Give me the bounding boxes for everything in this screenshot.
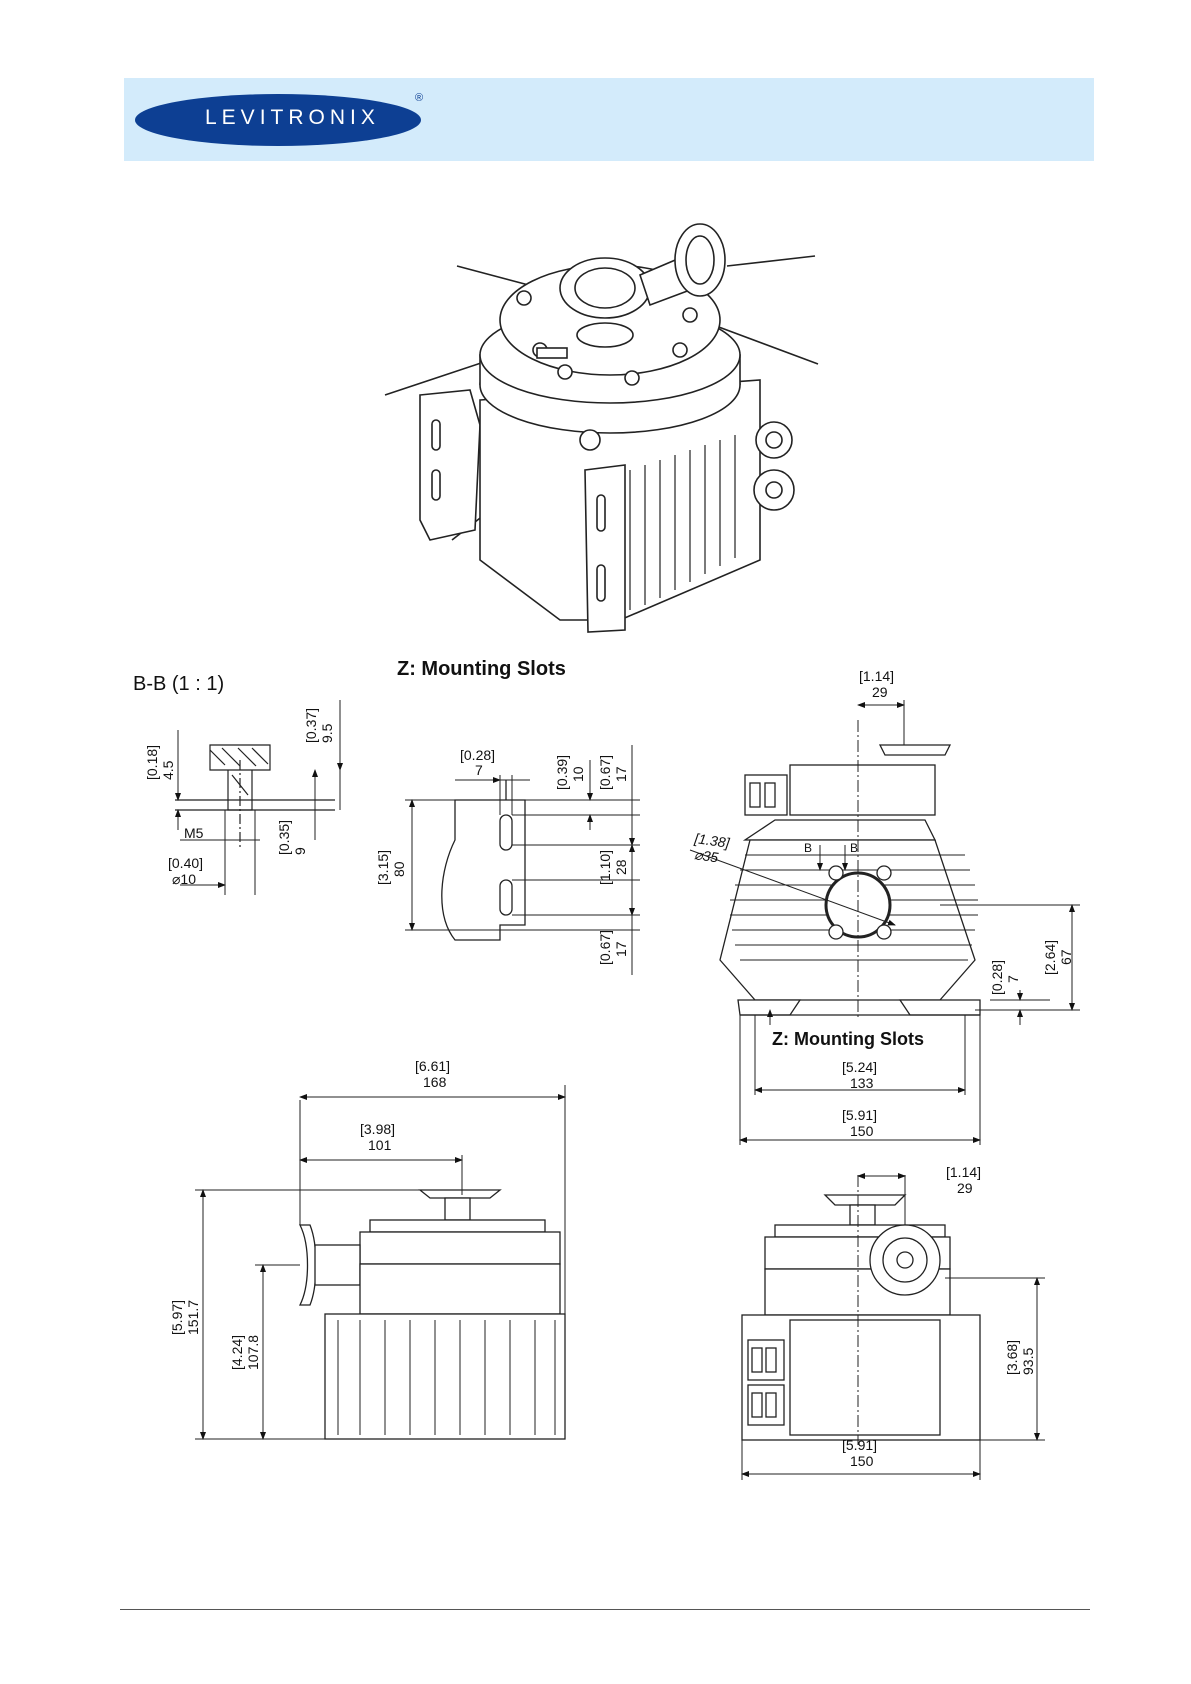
- dim-f-150-mm: 150: [850, 1123, 874, 1139]
- footer-rule: [120, 1609, 1090, 1610]
- dim-z-7-inch: [0.28]: [460, 747, 495, 763]
- top-view-drawing: [741, 1194, 981, 1441]
- dim-bb-095-mm: 9.5: [319, 723, 335, 743]
- front-view-slots-label: Z: Mounting Slots: [772, 1029, 924, 1049]
- logo-ellipse: [135, 94, 421, 146]
- dim-bb-045-inch: [0.18]: [144, 745, 160, 780]
- dim-f-67-inch: [2.64]: [1042, 940, 1058, 975]
- front-view-dimensions: [689, 700, 1080, 1145]
- section-z-title: Z: Mounting Slots: [397, 658, 566, 680]
- top-view-dimensions: [741, 1173, 1045, 1480]
- dim-t-935-mm: 93.5: [1020, 1348, 1036, 1375]
- dim-t-150-inch: [5.91]: [842, 1437, 877, 1453]
- section-z-labels: [0.28] 7 [0.39] 10 [0.67] 17 [3.15] 80 […: [375, 747, 629, 965]
- dim-f-29-mm: 29: [872, 684, 888, 700]
- dim-z-17b-mm: 17: [613, 941, 629, 957]
- logo-registered-mark: ®: [415, 92, 423, 104]
- dim-f-133-mm: 133: [850, 1075, 874, 1091]
- section-bb-labels: [0.18] 4.5 [0.37] 9.5 M5 [0.35] 9 [0.40]…: [144, 708, 335, 887]
- dim-f-dia35-mm: ⌀35: [693, 846, 719, 865]
- front-view-labels: [1.14] 29 [1.38] ⌀35 [0.28] 7 [2.64] 67 …: [693, 668, 1074, 1139]
- dim-f-133-inch: [5.24]: [842, 1059, 877, 1075]
- dim-bb-dia10-mm: ⌀10: [172, 871, 196, 887]
- dim-z-17b-inch: [0.67]: [597, 930, 613, 965]
- section-mark-right: B: [850, 841, 858, 855]
- dim-bb-095-inch: [0.37]: [303, 708, 319, 743]
- dim-t-29-mm: 29: [957, 1180, 973, 1196]
- dim-s-1078-mm: 107.8: [245, 1335, 261, 1370]
- dim-t-150-mm: 150: [850, 1453, 874, 1469]
- section-z-drawing: [441, 780, 526, 941]
- dim-z-28-inch: [1.10]: [597, 850, 613, 885]
- dim-f-dia35-inch: [1.38]: [693, 830, 732, 851]
- dim-z-17a-mm: 17: [613, 766, 629, 782]
- side-view-drawing: [298, 1189, 566, 1440]
- section-mark-left: B: [804, 841, 812, 855]
- dim-t-935-inch: [3.68]: [1004, 1340, 1020, 1375]
- dim-s-1517-inch: [5.97]: [169, 1300, 185, 1335]
- dim-bb-09-mm: 9: [292, 847, 308, 855]
- dim-z-7-mm: 7: [475, 762, 483, 778]
- levitronix-logo: LEVITRONIX ®: [135, 92, 423, 146]
- section-bb-title: B-B (1 : 1): [133, 673, 225, 695]
- dim-bb-09-inch: [0.35]: [276, 820, 292, 855]
- top-view-labels: [1.14] 29 [3.68] 93.5 [5.91] 150: [842, 1164, 1036, 1469]
- dim-z-80-inch: [3.15]: [375, 850, 391, 885]
- dim-z-10-inch: [0.39]: [554, 755, 570, 790]
- dim-z-10-mm: 10: [570, 766, 586, 782]
- dim-f-67-mm: 67: [1058, 949, 1074, 965]
- side-view-labels: [6.61] 168 [3.98] 101 [5.97] 151.7 [4.24…: [169, 1058, 450, 1370]
- dim-bb-thread: M5: [184, 825, 204, 841]
- pump-isometric-view: [384, 223, 819, 633]
- dim-z-17a-inch: [0.67]: [597, 755, 613, 790]
- dim-f-150-inch: [5.91]: [842, 1107, 877, 1123]
- dim-s-1517-mm: 151.7: [185, 1300, 201, 1335]
- dim-s-101-mm: 101: [368, 1137, 392, 1153]
- dim-t-29-inch: [1.14]: [946, 1164, 981, 1180]
- dim-s-168-mm: 168: [423, 1074, 447, 1090]
- dim-s-168-inch: [6.61]: [415, 1058, 450, 1074]
- front-view-drawing: [719, 744, 981, 1016]
- section-bb-dimensions: [175, 700, 343, 895]
- side-view-dimensions: [195, 1085, 566, 1440]
- dim-s-1078-inch: [4.24]: [229, 1335, 245, 1370]
- dim-f-29-inch: [1.14]: [859, 668, 894, 684]
- dim-bb-045-mm: 4.5: [160, 760, 176, 780]
- dim-s-101-inch: [3.98]: [360, 1121, 395, 1137]
- dim-z-28-mm: 28: [613, 859, 629, 875]
- logo-text: LEVITRONIX: [205, 106, 380, 129]
- dim-f-7-mm: 7: [1005, 975, 1021, 983]
- dim-bb-dia10-inch: [0.40]: [168, 855, 203, 871]
- section-z-dimensions: [405, 745, 640, 975]
- dim-f-7-inch: [0.28]: [989, 960, 1005, 995]
- dim-z-80-mm: 80: [391, 861, 407, 877]
